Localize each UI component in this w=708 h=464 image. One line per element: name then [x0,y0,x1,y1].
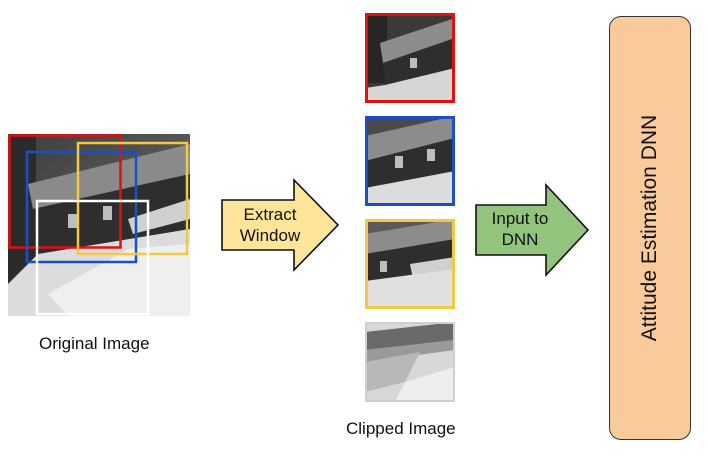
input-to-dnn-arrow [475,183,590,277]
extract-window-text: Extract Window [222,204,318,246]
attitude-estimation-dnn-label: Attitude Estimation DNN [638,114,661,342]
window-yellow [76,141,189,256]
extract-window-arrow [221,178,340,272]
original-image [8,134,190,316]
clipped-image-white [365,322,455,402]
clipped-image-label: Clipped Image [346,419,456,438]
input-line2: DNN [501,230,539,249]
original-image-label: Original Image [39,334,150,353]
input-line1: Input to [491,209,549,228]
clipped-image-red [365,13,455,103]
extract-line1: Extract [243,205,297,224]
window-white [35,199,150,316]
clipped-image-yellow [365,219,455,309]
window-red [8,134,122,249]
extract-line2: Window [239,226,301,245]
clipped-image-blue [365,116,455,206]
attitude-estimation-dnn-box [609,16,691,440]
input-to-dnn-text: Input to DNN [474,208,566,250]
window-blue [25,150,138,264]
